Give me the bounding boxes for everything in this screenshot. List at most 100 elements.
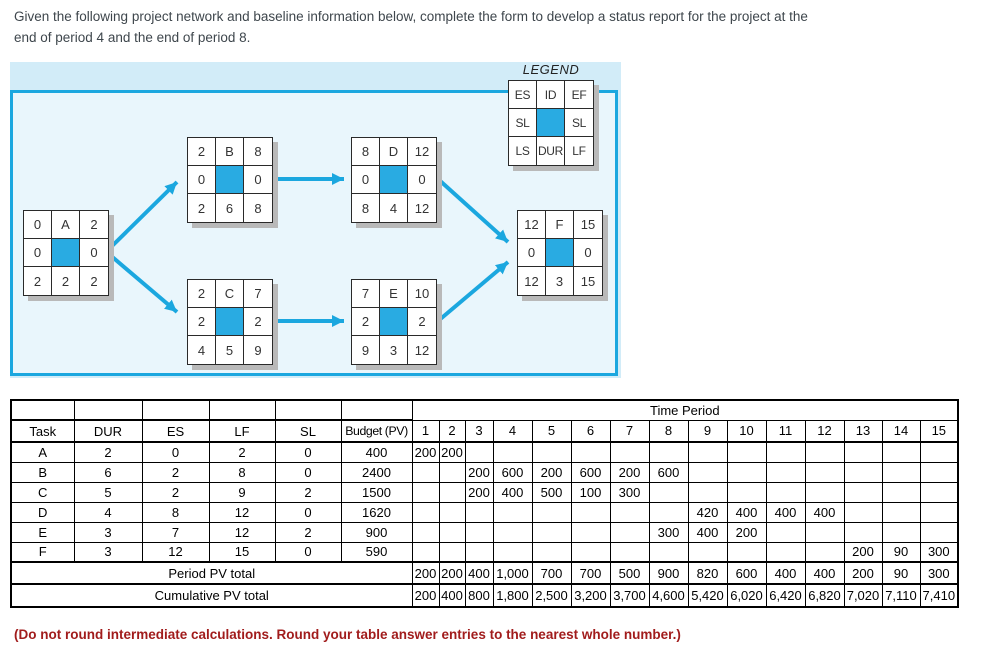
legend-cell: SL — [565, 109, 593, 137]
node-B-cell: 8 — [244, 194, 272, 222]
node-F-cell: 3 — [546, 267, 574, 295]
period-7-cell — [609, 541, 650, 563]
node-C-cell: 9 — [244, 336, 272, 364]
col-header-SL: SL — [274, 419, 342, 443]
period-2-cell — [438, 461, 466, 483]
question-line-2: end of period 4 and the end of period 8. — [14, 29, 251, 45]
dur-cell: 5 — [73, 481, 143, 503]
col-header-9: 9 — [687, 419, 728, 443]
node-E-cell: 7 — [352, 280, 380, 308]
period-total-p11: 400 — [765, 561, 806, 585]
period-8-cell — [648, 441, 689, 463]
period-4-cell — [492, 541, 533, 563]
period-3-cell — [464, 521, 494, 543]
sl-cell: 0 — [274, 461, 342, 483]
cumulative-total-p8: 4,600 — [648, 583, 689, 608]
period-8-cell: 300 — [648, 521, 689, 543]
period-14-cell — [881, 501, 921, 523]
period-total-p2: 200 — [438, 561, 466, 585]
sl-cell: 2 — [274, 521, 342, 543]
es-cell: 12 — [141, 541, 210, 563]
period-6-cell: 600 — [570, 461, 611, 483]
rounding-note: (Do not round intermediate calculations.… — [14, 627, 681, 642]
period-15-cell — [919, 521, 959, 543]
period-11-cell — [765, 481, 806, 503]
node-E-cell: E — [380, 280, 408, 308]
col-header-DUR: DUR — [73, 419, 143, 443]
period-12-cell: 400 — [804, 501, 845, 523]
period-15-cell — [919, 441, 959, 463]
period-8-cell — [648, 541, 689, 563]
period-total-p1: 200 — [411, 561, 440, 585]
period-2-cell — [438, 501, 466, 523]
period-15-cell: 300 — [919, 541, 959, 563]
period-4-cell — [492, 441, 533, 463]
col-header-4: 4 — [492, 419, 533, 443]
node-F-cell: 15 — [574, 267, 602, 295]
node-D-cell: 12 — [408, 138, 436, 166]
col-header-1: 1 — [411, 419, 440, 443]
period-2-cell — [438, 481, 466, 503]
period-12-cell — [804, 481, 845, 503]
period-1-cell — [411, 501, 440, 523]
period-14-cell — [881, 461, 921, 483]
node-C-cell — [216, 308, 244, 336]
node-C-cell: 2 — [188, 280, 216, 308]
period-14-cell — [881, 481, 921, 503]
period-9-cell: 400 — [687, 521, 728, 543]
node-A-cell: 0 — [24, 211, 52, 239]
node-F-cell: 12 — [518, 211, 546, 239]
node-D-cell: 0 — [352, 166, 380, 194]
period-total-label: Period PV total — [10, 561, 413, 585]
budget-cell: 400 — [340, 441, 413, 463]
node-F-cell — [546, 239, 574, 267]
node-C-cell: 2 — [244, 308, 272, 336]
es-cell: 8 — [141, 501, 210, 523]
lf-cell: 9 — [208, 481, 276, 503]
period-5-cell — [531, 501, 572, 523]
lf-cell: 2 — [208, 441, 276, 463]
node-A-cell — [52, 239, 80, 267]
legend-cell: LF — [565, 137, 593, 165]
node-F-cell: 12 — [518, 267, 546, 295]
period-11-cell — [765, 441, 806, 463]
period-7-cell: 200 — [609, 461, 650, 483]
time-period-header-row: Time Period — [10, 399, 959, 421]
period-14-cell — [881, 521, 921, 543]
node-E-cell: 10 — [408, 280, 436, 308]
period-3-cell — [464, 441, 494, 463]
col-header-LF: LF — [208, 419, 276, 443]
period-10-cell — [726, 461, 767, 483]
period-4-cell: 400 — [492, 481, 533, 503]
period-12-cell — [804, 541, 845, 563]
col-header-7: 7 — [609, 419, 650, 443]
period-7-cell — [609, 521, 650, 543]
legend-cell: SL — [509, 109, 537, 137]
period-2-cell — [438, 541, 466, 563]
node-D-cell: D — [380, 138, 408, 166]
period-13-cell — [843, 481, 883, 503]
legend-cell: LS — [509, 137, 537, 165]
es-cell: 0 — [141, 441, 210, 463]
task-cell: E — [10, 521, 75, 543]
question-text: Given the following project network and … — [14, 7, 974, 49]
period-8-cell — [648, 481, 689, 503]
period-6-cell — [570, 441, 611, 463]
node-E-cell: 3 — [380, 336, 408, 364]
col-header-8: 8 — [648, 419, 689, 443]
lf-cell: 8 — [208, 461, 276, 483]
col-header-2: 2 — [438, 419, 466, 443]
node-F-cell: 0 — [574, 239, 602, 267]
period-2-cell: 200 — [438, 441, 466, 463]
period-4-cell — [492, 501, 533, 523]
period-10-cell — [726, 441, 767, 463]
period-11-cell — [765, 521, 806, 543]
node-A-cell: 2 — [52, 267, 80, 295]
legend-cell: ID — [537, 81, 565, 109]
cumulative-total-p13: 7,020 — [843, 583, 883, 608]
node-B-cell — [216, 166, 244, 194]
